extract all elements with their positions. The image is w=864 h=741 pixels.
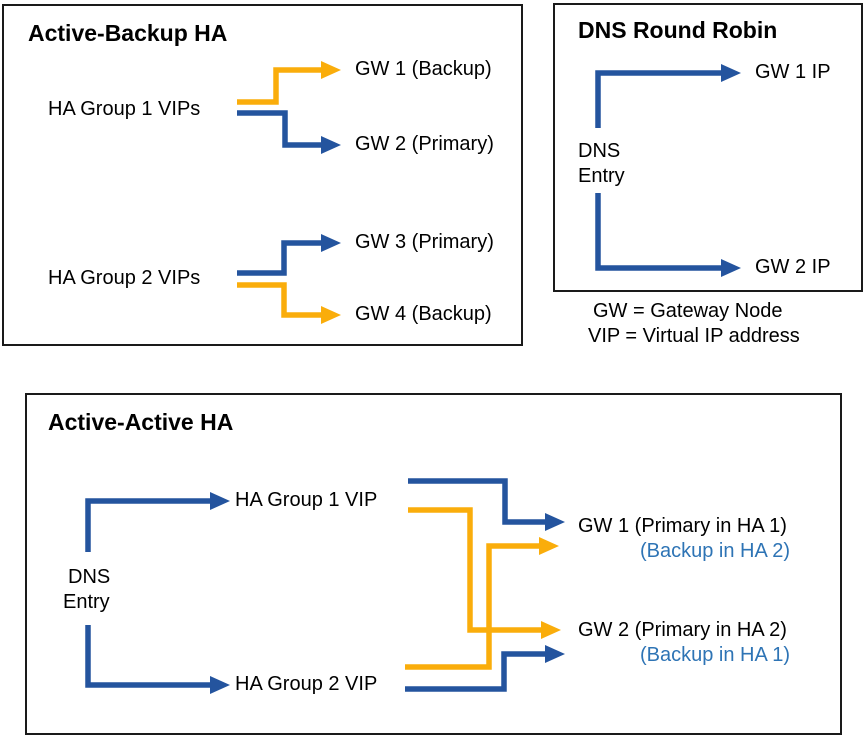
gw2-backup-in-ha1-label: (Backup in HA 1) bbox=[640, 644, 791, 666]
ha-group-2-vip-label: HA Group 2 VIP bbox=[235, 673, 378, 695]
gw2-primary-label: GW 2 (Primary) bbox=[355, 133, 494, 155]
gw1-ip-label: GW 1 IP bbox=[755, 61, 831, 83]
active-active-ha-title: Active-Active HA bbox=[48, 409, 234, 435]
ha-group-2-vips-label: HA Group 2 VIPs bbox=[48, 267, 201, 289]
dns-entry-label-line1: DNS bbox=[578, 140, 621, 162]
ha-group-1-vips-label: HA Group 1 VIPs bbox=[48, 98, 201, 120]
dns-entry-label-line2: Entry bbox=[578, 165, 625, 187]
gw2-primary-in-ha2-label: GW 2 (Primary in HA 2) bbox=[578, 619, 787, 641]
active-backup-ha-panel bbox=[2, 4, 523, 346]
legend-gw-definition: GW = Gateway Node bbox=[593, 300, 783, 322]
dns-round-robin-panel bbox=[553, 3, 863, 292]
dns-entry-2-label-line2: Entry bbox=[63, 591, 110, 613]
gw2-ip-label: GW 2 IP bbox=[755, 256, 831, 278]
active-backup-ha-title: Active-Backup HA bbox=[28, 20, 228, 46]
dns-entry-2-label-line1: DNS bbox=[68, 566, 111, 588]
gw1-primary-in-ha1-label: GW 1 (Primary in HA 1) bbox=[578, 515, 787, 537]
gw1-backup-in-ha2-label: (Backup in HA 2) bbox=[640, 540, 791, 562]
gw1-backup-label: GW 1 (Backup) bbox=[355, 58, 492, 80]
dns-round-robin-title: DNS Round Robin bbox=[578, 17, 778, 43]
active-active-ha-panel bbox=[25, 393, 842, 735]
ha-group-1-vip-label: HA Group 1 VIP bbox=[235, 489, 378, 511]
gw3-primary-label: GW 3 (Primary) bbox=[355, 231, 494, 253]
gw4-backup-label: GW 4 (Backup) bbox=[355, 303, 492, 325]
legend-vip-definition: VIP = Virtual IP address bbox=[588, 325, 800, 347]
